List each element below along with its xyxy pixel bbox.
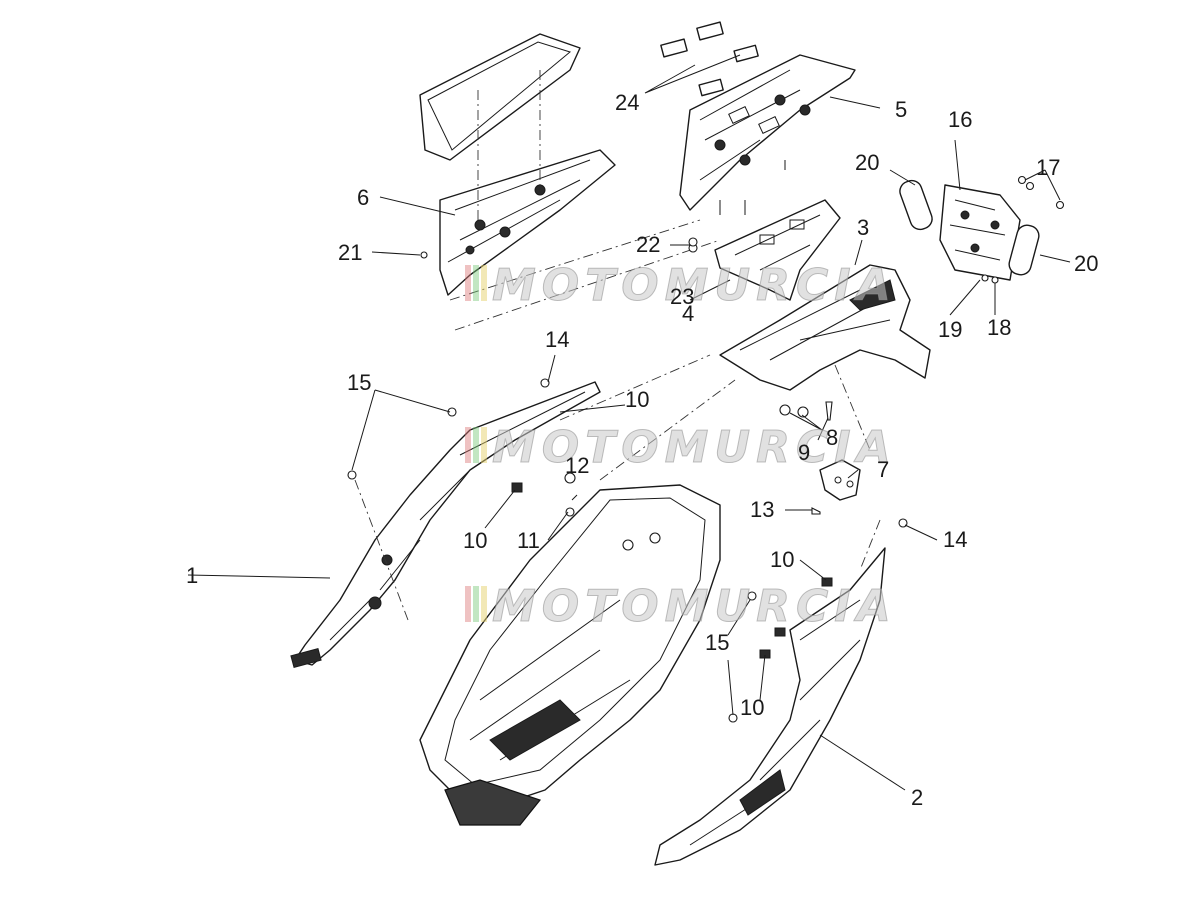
parts-17-18-19-fasteners [981,175,1065,284]
callout-5: 5 [895,97,907,122]
callout-22: 22 [636,232,660,257]
callout-4: 4 [682,301,694,326]
watermark-logo-top: MOTOMURCIA [465,260,897,312]
part-3-rear-fender [719,264,931,451]
callout-23: 23 [670,284,694,309]
callout-7: 7 [877,457,889,482]
callout-8: 8 [826,425,838,450]
watermark-group: MOTOMURCIA MOTOMURCIA MOTOMURCIA [465,260,897,633]
watermark-logo-bottom: MOTOMURCIA [465,581,897,633]
part-rear-frame-undertray [419,354,736,826]
callout-6: 6 [357,185,369,210]
callout-21: 21 [338,240,362,265]
callout-10-top: 10 [625,387,649,412]
callout-19: 19 [938,317,962,342]
part-5-seat-base [679,54,856,215]
callout-labels: 6 21 24 5 22 23 4 3 16 17 20 20 19 18 14… [186,90,1098,810]
callout-10-right: 10 [770,547,794,572]
part-24-stickers [660,21,759,97]
callout-15-left: 15 [347,370,371,395]
callout-15-right: 15 [705,630,729,655]
watermark-text-top: MOTOMURCIA [492,260,897,311]
callout-24: 24 [615,90,639,115]
part-1-left-side-panel [290,381,601,669]
callout-12: 12 [565,453,589,478]
watermark-text-bottom: MOTOMURCIA [492,581,897,632]
callout-10-bottom: 10 [740,695,764,720]
callout-13: 13 [750,497,774,522]
callout-14-right: 14 [943,527,967,552]
callout-17: 17 [1036,155,1060,180]
part-6-seat-pad [419,33,721,331]
callout-11: 11 [517,528,540,553]
callout-1: 1 [186,563,198,588]
callout-18: 18 [987,315,1011,340]
leader-lines [187,54,1071,791]
callout-9: 9 [798,440,810,465]
callout-20-right: 20 [1074,251,1098,276]
part-4-storage-tray [688,199,841,301]
part-20-reflectors [899,179,1040,276]
watermark-text-middle: MOTOMURCIA [492,422,897,473]
callout-20-left: 20 [855,150,879,175]
callout-10-left: 10 [463,528,487,553]
part-7-bracket [819,459,861,501]
part-2-right-side-panel [654,519,886,866]
callout-14-top: 14 [545,327,569,352]
watermark-logo-middle: MOTOMURCIA [465,422,897,474]
callout-16: 16 [948,107,972,132]
callout-3: 3 [857,215,869,240]
callout-2: 2 [911,785,923,810]
part-16-plate-holder [939,184,1021,281]
